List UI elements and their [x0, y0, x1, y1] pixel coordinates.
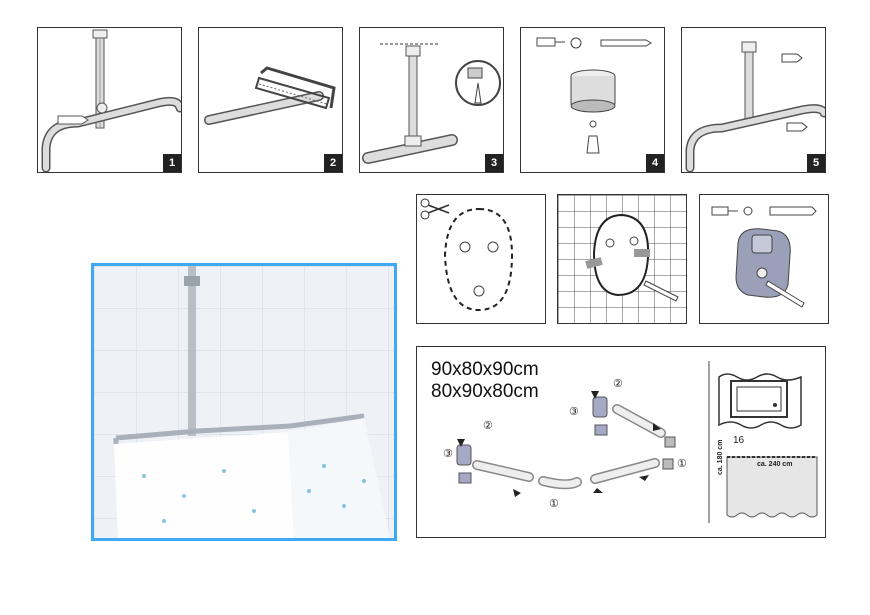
- step-3-panel: 3: [359, 27, 504, 173]
- pen-icon: [643, 280, 679, 302]
- assembly-panel: 90x80x90cm 80x90x80cm ③ ② ① ③ ② ① 16 ca.…: [416, 346, 826, 538]
- template-cut-panel: [416, 194, 546, 324]
- callout-2: ②: [613, 378, 623, 390]
- callout-2: ②: [483, 420, 493, 432]
- drill-icon: [711, 206, 738, 216]
- step-number: 2: [324, 154, 342, 172]
- screwdriver-icon: [765, 280, 805, 308]
- step-2-illustration: [204, 66, 336, 125]
- arrow-icon: [57, 115, 89, 125]
- curtain-height: ca. 180 cm: [717, 439, 724, 475]
- step-number: 3: [485, 154, 503, 172]
- shower-curtain-icon: [726, 456, 818, 518]
- callout-1: ①: [549, 498, 559, 510]
- step-4-illustration: [536, 37, 652, 154]
- drill-icon: [536, 37, 565, 47]
- step-number: 1: [163, 154, 181, 172]
- wall-plug-icon: [769, 206, 817, 216]
- step-2-panel: 2: [198, 27, 343, 173]
- wall-plug-icon: [600, 39, 652, 47]
- screwdriver-icon: [781, 53, 803, 63]
- template-wall-panel: [557, 194, 687, 324]
- assembly-illustration: [456, 361, 818, 523]
- step-3-illustration: [362, 43, 501, 164]
- size-option-1: 90x80x90cm: [431, 359, 539, 380]
- hacksaw-icon: [254, 76, 331, 110]
- step-number: 5: [807, 154, 825, 172]
- step-5-illustration: [685, 41, 825, 172]
- shower-rod-photo: [94, 266, 394, 538]
- arrow-icon: [457, 391, 661, 497]
- product-photo: [91, 263, 397, 541]
- callout-1: ①: [677, 458, 687, 470]
- curtain-width: ca. 240 cm: [757, 461, 793, 468]
- step-4-panel: 4: [520, 27, 665, 173]
- callout-3: ③: [569, 406, 579, 418]
- step-number: 4: [646, 154, 664, 172]
- wall-tile-illustration: [558, 195, 686, 323]
- shower-tray-icon: [718, 373, 802, 429]
- drill-bit-icon: [570, 37, 582, 49]
- size-option-2: 80x90x80cm: [431, 381, 539, 402]
- curtain-count: 16: [733, 435, 745, 446]
- scissors-icon: [420, 198, 450, 220]
- screwdriver-icon: [786, 122, 808, 132]
- step-1-panel: 1: [37, 27, 182, 173]
- screw-icon: [586, 135, 600, 154]
- template-drill-panel: [699, 194, 829, 324]
- template-illustration: [420, 198, 514, 312]
- step-1-illustration: [41, 29, 181, 172]
- callout-3: ③: [443, 448, 453, 460]
- wall-bracket-illustration: [711, 206, 817, 308]
- step-5-panel: 5: [681, 27, 826, 173]
